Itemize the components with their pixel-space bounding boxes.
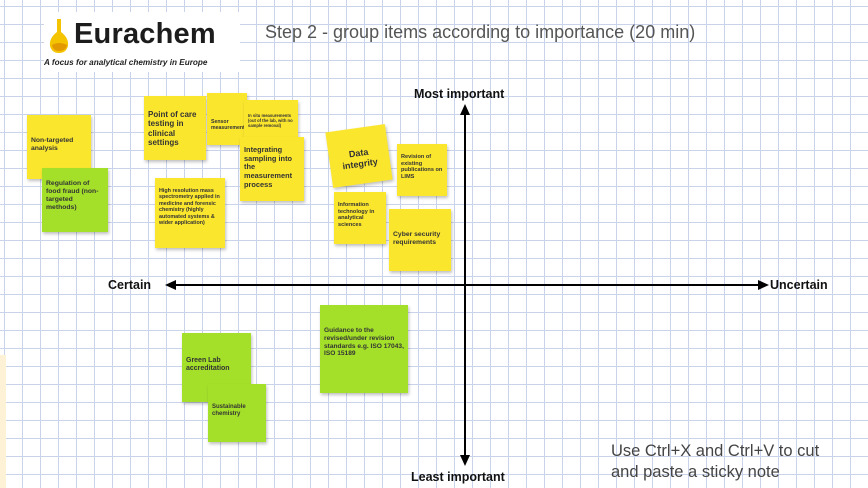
sticky-note-integrating-sampling[interactable]: Integrating sampling into the measuremen… [240,137,304,201]
axis-label-top: Most important [414,87,505,101]
step-title: Step 2 - group items according to import… [265,22,696,42]
sticky-note-revision-lims[interactable]: Revision of existing publications on LIM… [397,144,447,196]
axis-label-left: Certain [108,278,152,292]
instructions-text: Use Ctrl+X and Ctrl+V to cut and paste a… [611,441,819,482]
instructions-line-1: Use Ctrl+X and Ctrl+V to cut [611,442,820,460]
sticky-note-food-fraud[interactable]: Regulation of food fraud (non-targeted m… [42,168,108,232]
axis-label-bottom: Least important [411,470,505,484]
sticky-note-sensor[interactable]: Sensor measurements [207,93,247,145]
logo-tagline: A focus for analytical chemistry in Euro… [44,58,208,67]
left-edge-strip [0,355,6,488]
axis-arrow-right [758,280,769,290]
sticky-note-information-technology[interactable]: Information technology in analytical sci… [334,192,386,244]
sticky-note-cyber-security[interactable]: Cyber security requirements [389,209,451,271]
instructions-line-2: and paste a sticky note [611,462,780,481]
logo-wordmark: Eurachem [74,18,216,50]
eurachem-logo: Eurachem A focus for analytical chemistr… [44,12,240,72]
sticky-note-high-resolution-ms[interactable]: High resolution mass spectrometry applie… [155,178,225,248]
axis-label-right: Uncertain [770,278,828,292]
axis-arrow-up [460,104,470,115]
axis-arrow-left [165,280,176,290]
sticky-note-data-integrity[interactable]: Data integrity [325,124,393,188]
sticky-note-guidance-standards[interactable]: Guidance to the revised/under revision s… [320,305,408,393]
flask-icon [49,19,69,53]
axis-arrow-down [460,455,470,466]
sticky-note-sustainable-chemistry[interactable]: Sustainable chemistry [208,384,266,442]
sticky-note-point-of-care[interactable]: Point of care testing in clinical settin… [144,96,206,160]
